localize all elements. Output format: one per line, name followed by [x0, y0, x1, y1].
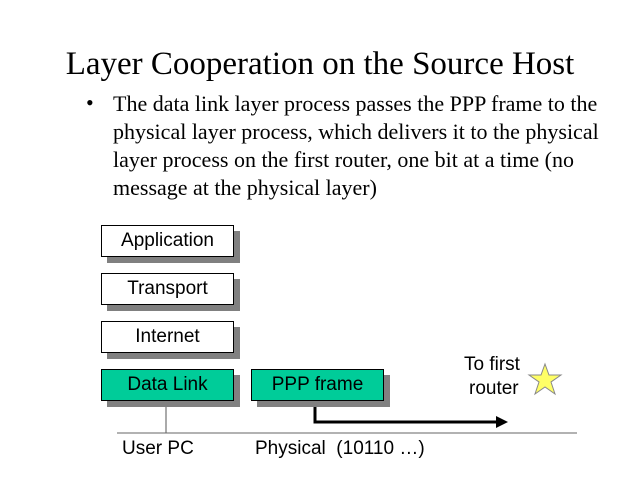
star-icon	[527, 362, 563, 396]
slide-title: Layer Cooperation on the Source Host	[65, 46, 575, 82]
arrow-head-icon	[496, 416, 508, 428]
host-label: User PC	[122, 438, 194, 459]
bullet-marker: •	[86, 90, 94, 115]
destination-label-line2: router	[469, 378, 519, 399]
layer-internet: Internet	[101, 321, 234, 353]
destination-label-line1: To first	[464, 354, 520, 375]
layer-transport: Transport	[101, 273, 234, 305]
transmission-arrow	[313, 401, 496, 424]
ppp-frame-box: PPP frame	[251, 369, 384, 401]
layer-application: Application	[101, 225, 234, 257]
bullet-text: The data link layer process passes the P…	[113, 91, 599, 200]
layer-data-link: Data Link	[101, 369, 234, 401]
physical-label: Physical (10110 …)	[255, 438, 425, 459]
